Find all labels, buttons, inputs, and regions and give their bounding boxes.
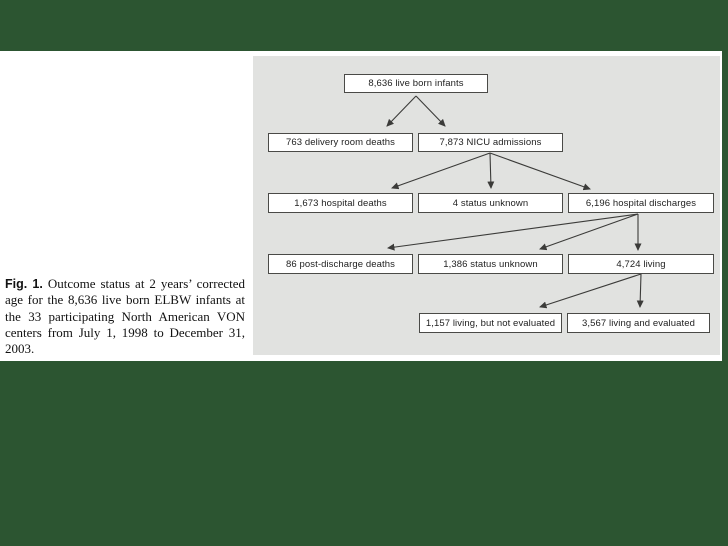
arrow-nicu-to-hospital-deaths [391, 152, 491, 190]
arrow-live-born-to-nicu-admissions [415, 95, 446, 127]
figure-caption: Fig. 1. Outcome status at 2 years’ corre… [5, 276, 245, 357]
flowchart-node-live-born-infants: 8,636 live born infants [344, 74, 488, 93]
flowchart-node-delivery-room-deaths: 763 delivery room deaths [268, 133, 413, 152]
arrow-discharges-to-status-unknown-late [539, 213, 639, 251]
flowchart-node-living-evaluated: 3,567 living and evaluated [567, 313, 710, 333]
flowchart-node-status-unknown-late: 1,386 status unknown [418, 254, 563, 274]
flowchart-node-living: 4,724 living [568, 254, 714, 274]
arrow-live-born-to-delivery-room-deaths [386, 95, 417, 127]
arrow-living-to-not-evaluated [539, 273, 642, 309]
flowchart-node-living-not-evaluated: 1,157 living, but not evaluated [419, 313, 562, 333]
figure-panel: 8,636 live born infants 763 delivery roo… [253, 56, 720, 355]
flowchart-node-status-unknown: 4 status unknown [418, 193, 563, 213]
flowchart-node-hospital-discharges: 6,196 hospital discharges [568, 193, 714, 213]
flowchart-node-post-discharge-deaths: 86 post-discharge deaths [268, 254, 413, 274]
figure-caption-text: Outcome status at 2 years’ corrected age… [5, 276, 245, 357]
content-area: Fig. 1. Outcome status at 2 years’ corre… [0, 51, 722, 361]
flowchart-arrows [386, 95, 644, 309]
arrow-nicu-to-status-unknown [487, 152, 495, 189]
flowchart-node-hospital-deaths: 1,673 hospital deaths [268, 193, 413, 213]
figure-caption-label: Fig. 1. [5, 277, 43, 291]
arrow-discharges-to-post-discharge-deaths [387, 213, 639, 251]
arrow-nicu-to-hospital-discharges [489, 152, 591, 191]
arrow-living-to-evaluated [636, 273, 644, 308]
flowchart-node-nicu-admissions: 7,873 NICU admissions [418, 133, 563, 152]
